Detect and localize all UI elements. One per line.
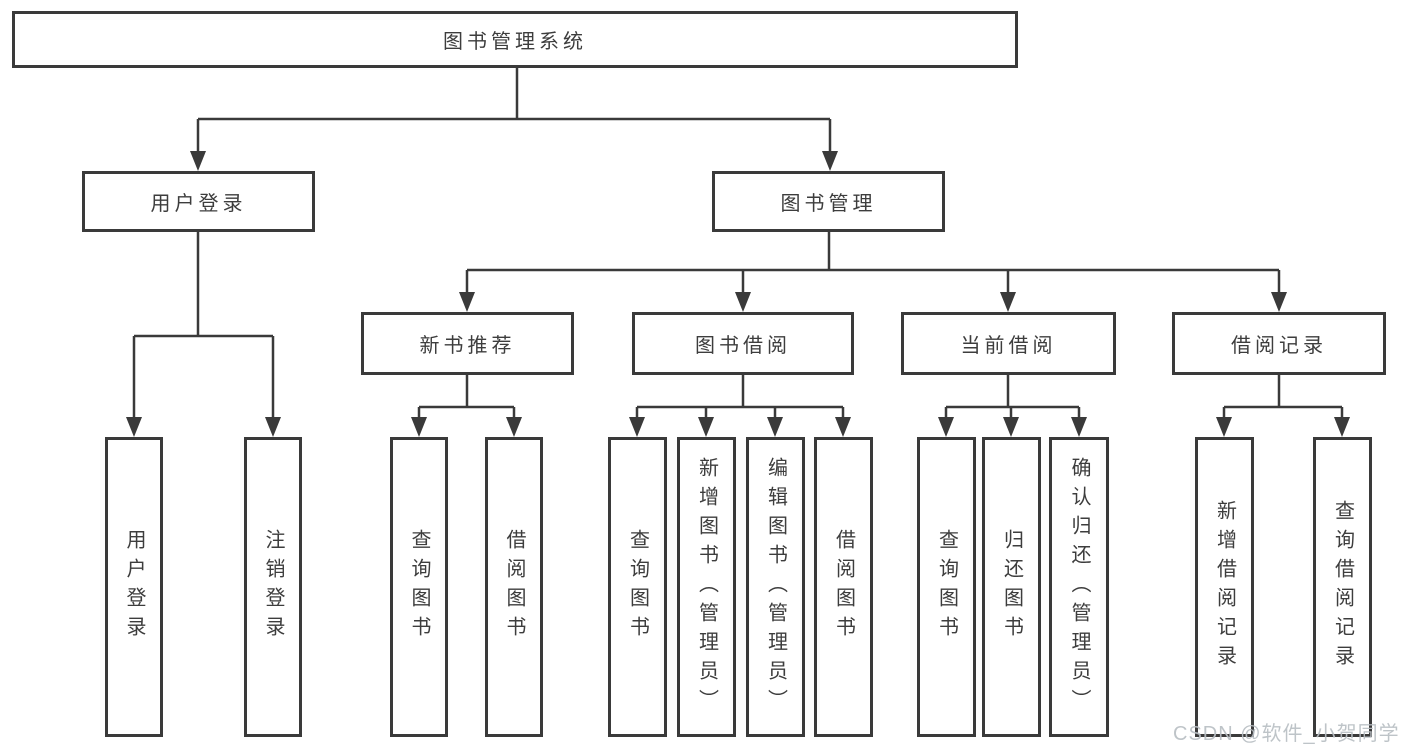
arrow-down-icon — [1071, 417, 1087, 437]
leaf-add-borrow-record: 新增借阅记录 — [1195, 437, 1254, 737]
arrow-down-icon — [1003, 417, 1019, 437]
node-label: 查询借阅记录 — [1331, 500, 1354, 674]
arrow-down-icon — [411, 417, 427, 437]
arrow-down-icon — [767, 417, 783, 437]
leaf-query-books: 查询图书 — [608, 437, 667, 737]
leaf-query-borrow-record: 查询借阅记录 — [1313, 437, 1372, 737]
arrow-down-icon — [265, 417, 281, 437]
node-label: 新增图书（管理员） — [695, 456, 718, 718]
node-label: 用户登录 — [123, 529, 145, 645]
leaf-return-books: 归还图书 — [982, 437, 1041, 737]
node-label: 图书管理系统 — [443, 31, 587, 53]
node-label: 借阅图书 — [832, 529, 855, 645]
node-label: 图书管理 — [780, 193, 877, 215]
leaf-logout: 注销登录 — [244, 437, 302, 737]
node-label: 借阅记录 — [1231, 335, 1327, 357]
arrow-down-icon — [190, 151, 206, 171]
node-label: 用户登录 — [150, 193, 247, 215]
leaf-borrow-books: 借阅图书 — [814, 437, 873, 737]
arrow-down-icon — [506, 417, 522, 437]
arrow-down-icon — [1000, 292, 1016, 312]
leaf-edit-books-admin: 编辑图书（管理员） — [746, 437, 805, 737]
node-label: 图书借阅 — [695, 335, 791, 357]
arrow-down-icon — [1334, 417, 1350, 437]
node-label: 查询图书 — [626, 529, 649, 645]
node-label: 确认归还（管理员） — [1068, 456, 1090, 718]
node-label: 查询图书 — [935, 529, 958, 645]
arrow-down-icon — [938, 417, 954, 437]
leaf-add-books-admin: 新增图书（管理员） — [677, 437, 736, 737]
node-label: 归还图书 — [1000, 529, 1023, 645]
node-book-borrow: 图书借阅 — [632, 312, 854, 375]
leaf-user-login: 用户登录 — [105, 437, 163, 737]
node-book-management: 图书管理 — [712, 171, 945, 232]
arrow-down-icon — [459, 292, 475, 312]
node-new-book-recommend: 新书推荐 — [361, 312, 574, 375]
arrow-down-icon — [1271, 292, 1287, 312]
arrow-down-icon — [1216, 417, 1232, 437]
arrow-down-icon — [698, 417, 714, 437]
leaf-query-books: 查询图书 — [917, 437, 976, 737]
node-root-system: 图书管理系统 — [12, 11, 1018, 68]
node-current-borrow: 当前借阅 — [901, 312, 1116, 375]
node-label: 注销登录 — [262, 529, 284, 645]
csdn-watermark: CSDN @软件_小贺同学 — [1173, 723, 1400, 745]
node-label: 新增借阅记录 — [1213, 500, 1236, 674]
node-label: 当前借阅 — [960, 335, 1057, 357]
arrow-down-icon — [735, 292, 751, 312]
node-borrow-records: 借阅记录 — [1172, 312, 1386, 375]
arrow-down-icon — [629, 417, 645, 437]
leaf-query-books: 查询图书 — [390, 437, 448, 737]
node-label: 编辑图书（管理员） — [764, 456, 787, 718]
node-label: 查询图书 — [408, 529, 430, 645]
node-user-login: 用户登录 — [82, 171, 315, 232]
leaf-confirm-return-admin: 确认归还（管理员） — [1049, 437, 1109, 737]
node-label: 新书推荐 — [419, 335, 516, 357]
node-label: 借阅图书 — [503, 529, 525, 645]
arrow-down-icon — [126, 417, 142, 437]
arrow-down-icon — [822, 151, 838, 171]
arrow-down-icon — [835, 417, 851, 437]
leaf-borrow-books: 借阅图书 — [485, 437, 543, 737]
